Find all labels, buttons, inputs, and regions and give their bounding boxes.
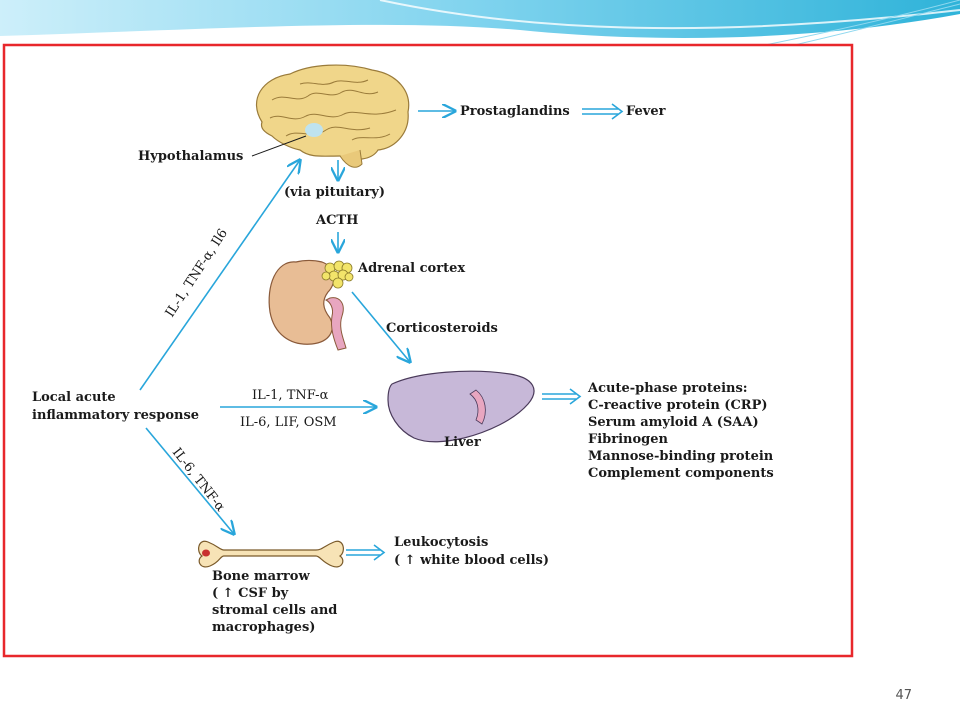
brain-illustration bbox=[256, 64, 410, 168]
liver-illustration bbox=[387, 370, 535, 443]
via-pituitary-label: (via pituitary) bbox=[284, 185, 385, 200]
header-wave bbox=[0, 0, 960, 47]
bone-illustration bbox=[198, 540, 344, 568]
cytokines-to-liver-bottom: IL-6, LIF, OSM bbox=[240, 415, 337, 430]
double-arrow-leukocytosis bbox=[346, 544, 386, 561]
corticosteroids-label: Corticosteroids bbox=[386, 321, 498, 336]
hypothalamus-label: Hypothalamus bbox=[138, 149, 243, 164]
double-arrow-fever bbox=[582, 103, 624, 120]
acute-phase-list: Acute-phase proteins: C-reactive protein… bbox=[587, 381, 778, 481]
double-arrow-acute-phase bbox=[542, 388, 582, 405]
hypothalamus-spot bbox=[305, 123, 323, 137]
prostaglandins-label: Prostaglandins bbox=[460, 104, 570, 119]
kidney-illustration bbox=[268, 259, 354, 351]
adrenal-gland bbox=[321, 260, 354, 289]
fever-label: Fever bbox=[626, 104, 666, 119]
leukocytosis-label: Leukocytosis ( ↑ white blood cells) bbox=[394, 535, 549, 568]
local-response-label: Local acute inflammatory response bbox=[32, 390, 199, 423]
acth-label: ACTH bbox=[315, 213, 358, 228]
liver-label: Liver bbox=[444, 435, 481, 450]
adrenal-cortex-label: Adrenal cortex bbox=[357, 261, 465, 276]
cytokines-to-liver-top: IL-1, TNF-α bbox=[252, 388, 329, 403]
page-number: 47 bbox=[895, 688, 912, 703]
bone-marrow-label: Bone marrow ( ↑ CSF by stromal cells and… bbox=[212, 569, 342, 635]
diagram-frame bbox=[2, 43, 854, 658]
